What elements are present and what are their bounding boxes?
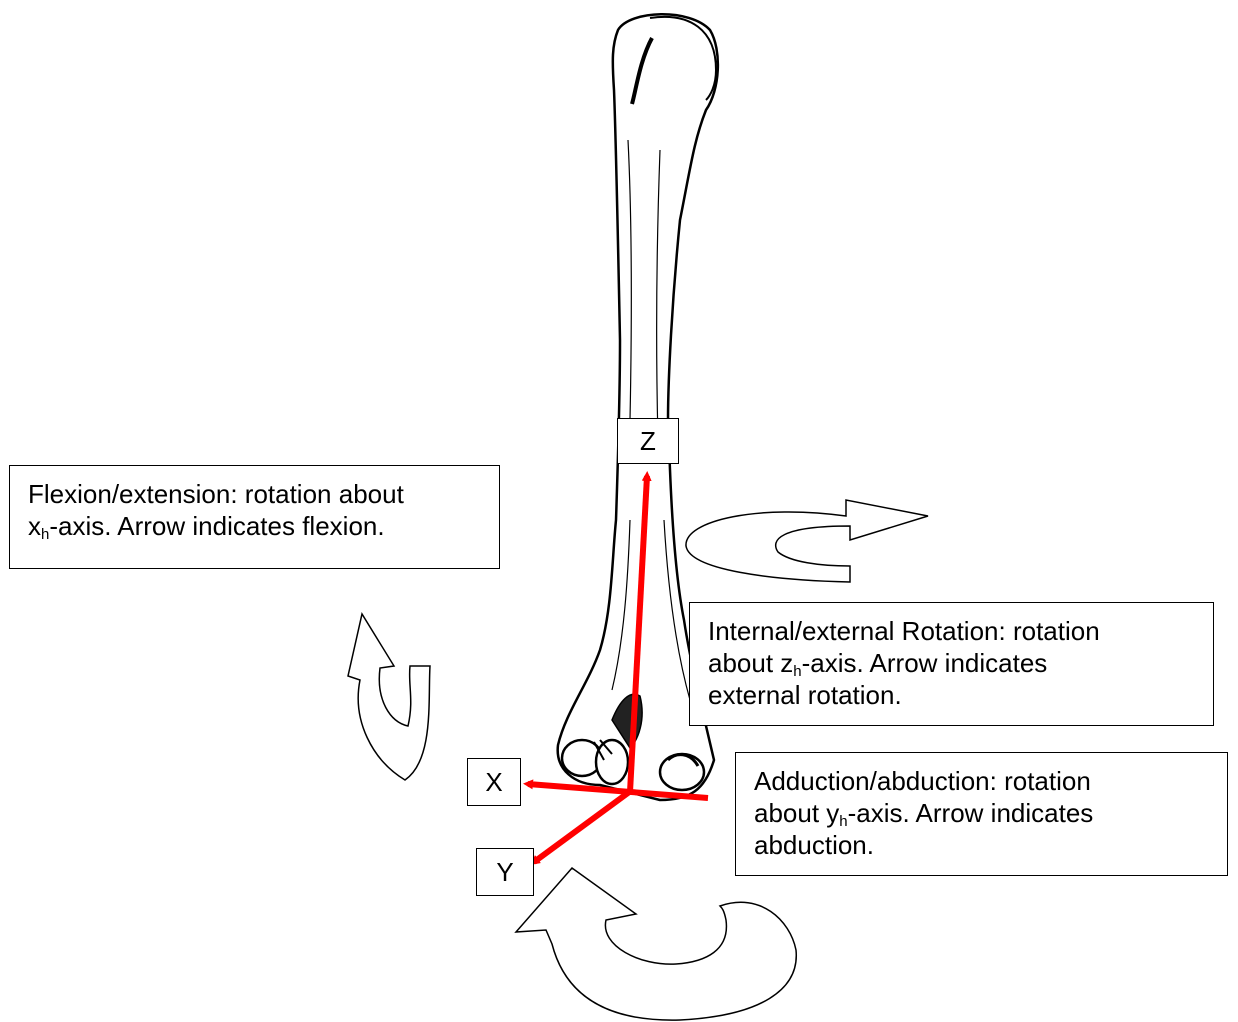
flexion-note-line1: Flexion/extension: rotation about: [28, 478, 481, 510]
abduction-note-rest: -axis. Arrow indicates: [848, 798, 1094, 828]
rotation-note-line3: external rotation.: [708, 679, 1195, 711]
abduction-note: Adduction/abduction: rotation about yh-a…: [735, 752, 1228, 876]
rotation-note-line2: about zh-axis. Arrow indicates: [708, 647, 1195, 679]
rotation-note: Internal/external Rotation: rotation abo…: [689, 602, 1214, 726]
rotation-axis-var: z: [780, 648, 793, 678]
abduction-note-line2: about yh-axis. Arrow indicates: [754, 797, 1209, 829]
flexion-note-rest: -axis. Arrow indicates flexion.: [49, 511, 384, 541]
flexion-axis-var: x: [28, 511, 41, 541]
rotation-note-line1: Internal/external Rotation: rotation: [708, 615, 1195, 647]
rotation-arrow-icon: [686, 500, 928, 582]
flexion-note-line2: xh-axis. Arrow indicates flexion.: [28, 510, 481, 542]
abduction-note-line3: abduction.: [754, 829, 1209, 861]
flexion-note: Flexion/extension: rotation about xh-axi…: [9, 465, 500, 569]
y-axis-arrow: [534, 790, 632, 862]
x-axis-label: X: [467, 758, 521, 806]
rotation-note-pre: about: [708, 648, 780, 678]
abduction-axis-var: y: [826, 798, 839, 828]
abduction-note-line1: Adduction/abduction: rotation: [754, 765, 1209, 797]
abduction-note-pre: about: [754, 798, 826, 828]
abduction-arrow-icon: [516, 868, 796, 1020]
y-axis-label: Y: [476, 848, 534, 896]
abduction-axis-sub: h: [839, 813, 847, 830]
rotation-note-rest: -axis. Arrow indicates: [802, 648, 1048, 678]
rotation-axis-sub: h: [793, 663, 801, 680]
flexion-arrow-icon: [348, 614, 430, 780]
z-axis-label: Z: [617, 418, 679, 464]
